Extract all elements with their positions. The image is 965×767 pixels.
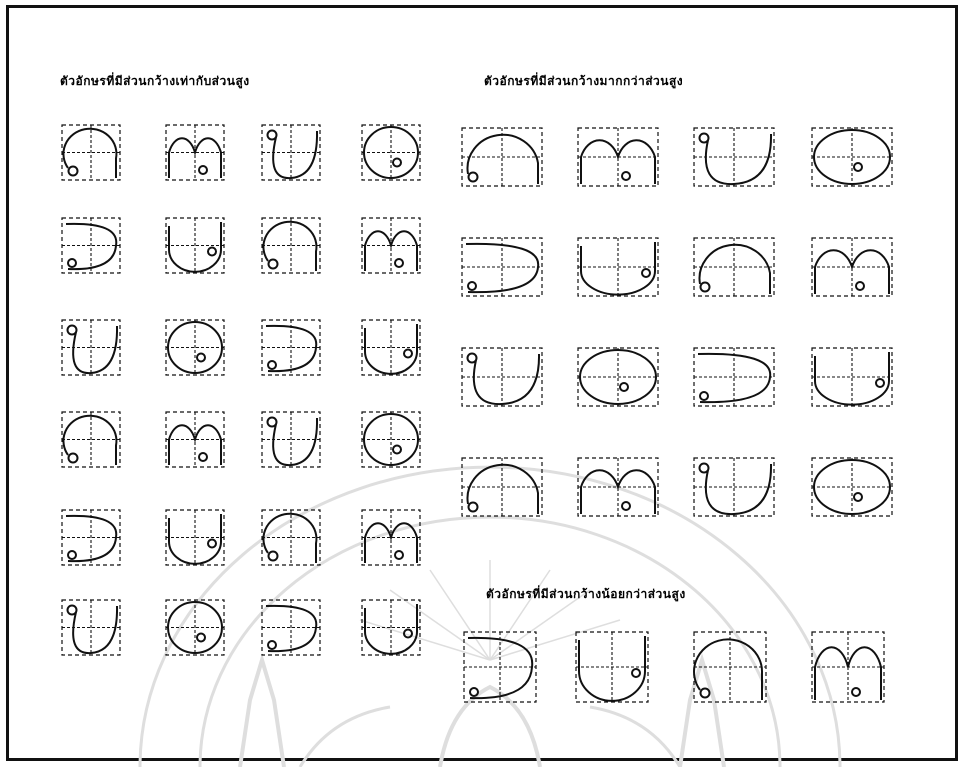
glyph-equal-r2-c4 [362,218,420,273]
glyph-wide-r2-c4 [812,238,892,296]
glyph-equal-r5-c2 [166,510,224,565]
glyph-equal-r4-c3 [262,412,320,467]
glyph-equal-r1-c1 [62,125,120,180]
glyph-equal-r5-c4 [362,510,420,565]
glyph-equal-r2-c1 [62,218,120,273]
glyph-equal-r6-c1 [62,600,120,655]
glyph-wide-r4-c4 [812,458,892,516]
glyph-equal-r1-c3 [262,125,320,180]
glyph-wide-r1-c3 [694,128,774,186]
glyph-wide-r1-c4 [812,128,892,186]
glyph-equal-r3-c4 [362,320,420,375]
glyph-wide-r3-c4 [812,348,892,406]
glyph-narrow-c1 [464,632,536,702]
glyph-narrow-c3 [694,632,766,702]
glyph-wide-r3-c1 [462,348,542,406]
glyph-equal-r4-c2 [166,412,224,467]
glyph-equal-r3-c3 [262,320,320,375]
glyph-equal-r2-c2 [166,218,224,273]
glyph-equal-r5-c1 [62,510,120,565]
glyph-equal-r6-c3 [262,600,320,655]
glyph-equal-r3-c2 [166,320,224,375]
glyph-equal-r6-c4 [362,600,420,655]
glyph-wide-r1-c2 [578,128,658,186]
glyph-wide-r3-c2 [578,348,658,406]
glyph-wide-r4-c1 [462,458,542,516]
glyph-equal-r4-c4 [362,412,420,467]
glyph-wide-r3-c3 [694,348,774,406]
glyph-narrow-c4 [812,632,884,702]
glyph-equal-r5-c3 [262,510,320,565]
glyph-wide-r4-c2 [578,458,658,516]
glyph-wide-r2-c1 [462,238,542,296]
glyph-wide-r2-c2 [578,238,658,296]
glyph-narrow-c2 [576,632,648,702]
glyph-equal-r2-c3 [262,218,320,273]
glyph-equal-r6-c2 [166,600,224,655]
glyph-equal-r3-c1 [62,320,120,375]
glyph-equal-r4-c1 [62,412,120,467]
glyph-wide-r4-c3 [694,458,774,516]
glyph-equal-r1-c4 [362,125,420,180]
glyph-wide-r1-c1 [462,128,542,186]
glyph-equal-r1-c2 [166,125,224,180]
glyph-wide-r2-c3 [694,238,774,296]
